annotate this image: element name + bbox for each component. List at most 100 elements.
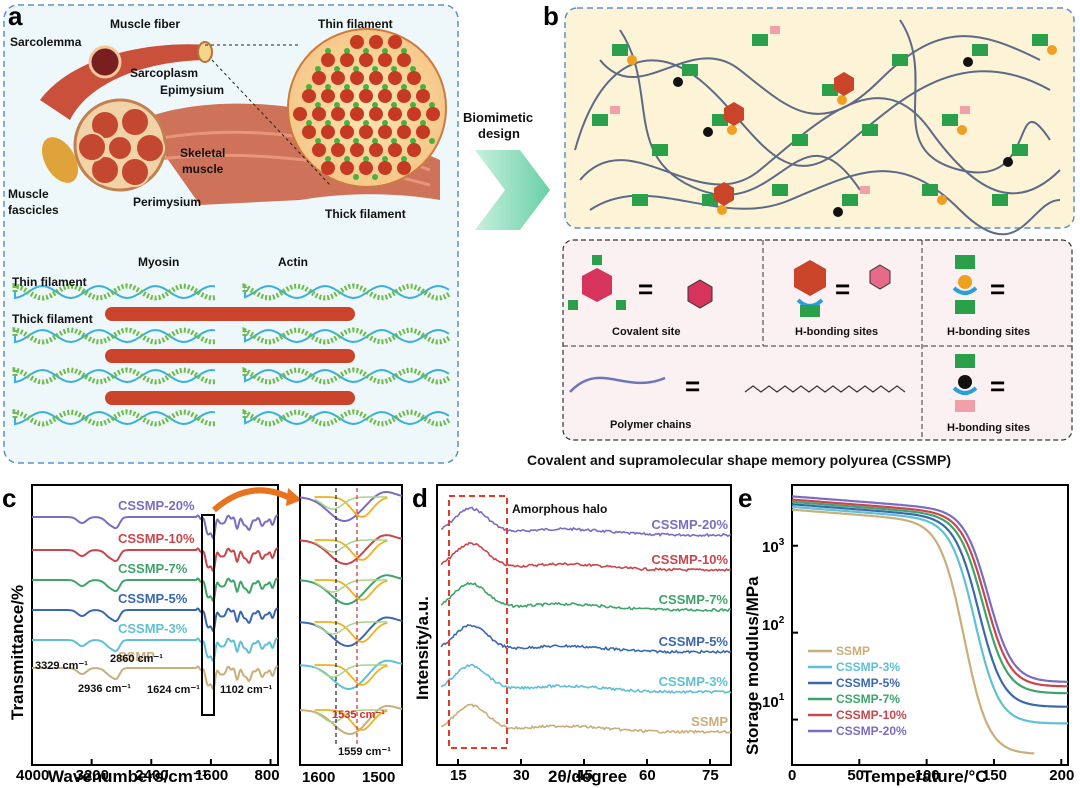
dma-line-CSSMP-5% (791, 503, 1068, 708)
legend-hbond-sites-1: H-bonding sites (795, 326, 878, 338)
annot-2860: 2860 cm⁻¹ (110, 653, 163, 665)
inset-fit-1575 (314, 621, 388, 635)
filament-cross-section (287, 28, 447, 188)
ftir-inset-plot (299, 491, 403, 736)
panel-c-letter: c (2, 483, 16, 513)
dma-legend: SSMPCSSMP-3%CSSMP-5%CSSMP-7%CSSMP-10%CSS… (808, 644, 907, 738)
xrd-series-label: CSSMP-5% (659, 634, 729, 649)
panel-d: d CSSMP-20%CSSMP-10%CSSMP-7%CSSMP-5%CSSM… (412, 483, 732, 786)
ftir-line-SSMP (32, 665, 279, 691)
inset-fit-1575 (314, 539, 388, 553)
panel-d-letter: d (412, 483, 428, 513)
legend-label: CSSMP-20% (836, 724, 907, 738)
dma-line-CSSMP-10% (791, 498, 1068, 688)
inset-fit-1575 (314, 664, 388, 678)
c-xtick-label: 4000 (16, 767, 49, 784)
eq-3: = (990, 274, 1005, 304)
panel-a: a Muscle fiber Sarcolemma Sarcoplasm Epi… (3, 1, 459, 464)
xrd-series-label: CSSMP-7% (659, 592, 729, 607)
panel-e-ylabel: Storage modulus/MPa (743, 576, 762, 755)
panel-b: b = Covalent site = H-bonding sites (527, 1, 1075, 468)
xrd-line-CSSMP-3% (440, 663, 732, 695)
ytick-1e2: 102 (762, 615, 785, 634)
panel-c-axes (31, 484, 279, 766)
arrow-line2: design (478, 126, 520, 141)
inset-fit-1535 (314, 539, 388, 561)
polymer-network (574, 19, 1061, 236)
annot-1559: 1559 cm⁻¹ (338, 746, 391, 758)
legend-label: CSSMP-3% (836, 660, 900, 674)
ftir-main-plot: CSSMP-20%CSSMP-10%CSSMP-7%CSSMP-5%CSSMP-… (32, 498, 279, 691)
d-xtick-label: 45 (576, 767, 593, 784)
label-sarcoplasm: Sarcoplasm (130, 66, 198, 80)
eq-4: = (685, 371, 700, 401)
ftir-line-CSSMP-3% (32, 637, 279, 663)
filament-dots (293, 35, 440, 180)
panel-e-axes (791, 484, 1069, 766)
c-xtick-label: 2400 (135, 767, 168, 784)
legend-hbond-1: = H-bonding sites (794, 260, 891, 338)
label-sarcolemma: Sarcolemma (10, 35, 82, 49)
ytick-1e1: 101 (762, 692, 785, 711)
c-xtick-label: 800 (255, 767, 280, 784)
legend-hbond-sites-3: H-bonding sites (947, 422, 1030, 434)
annot-1535: 1535 cm⁻¹ (332, 709, 385, 721)
inset-fit-1535 (314, 496, 388, 518)
legend-label: SSMP (836, 644, 870, 658)
legend-hbond-3: = H-bonding sites (947, 354, 1030, 434)
label-muscle: muscle (182, 162, 224, 176)
sarcoplasm-cross-section (88, 45, 122, 79)
d-xtick-label: 75 (702, 767, 719, 784)
xrd-line-SSMP (440, 703, 731, 735)
annot-1102: 1102 cm⁻¹ (220, 684, 273, 696)
d-xtick-label: 30 (513, 767, 530, 784)
amorphous-halo-box (448, 495, 508, 749)
panel-d-xlabel: 2θ/degree (548, 767, 627, 786)
e-xtick-label: 150 (982, 767, 1007, 784)
biomimetic-arrow: Biomimetic design (463, 110, 550, 230)
xrd-plot: CSSMP-20%CSSMP-10%CSSMP-7%CSSMP-5%CSSMP-… (440, 506, 732, 735)
dma-line-CSSMP-3% (791, 505, 1068, 725)
e-xtick-label: 200 (1049, 767, 1074, 784)
legend-covalent-site: Covalent site (612, 326, 680, 338)
annot-3329: 3329 cm⁻¹ (35, 660, 88, 672)
xrd-series-label: SSMP (691, 714, 728, 729)
inset-fit-1575 (314, 709, 388, 723)
panel-c: c CSSMP-20%CSSMP-10%CSSMP-7%CSSMP-5%CSSM… (2, 483, 403, 786)
amorphous-halo-label: Amorphous halo (512, 502, 607, 516)
xrd-line-CSSMP-7% (440, 581, 731, 613)
inset-xtick-1500: 1500 (362, 769, 395, 786)
inset-fit-1535 (314, 579, 388, 601)
ftir-series-label: SSMP (118, 649, 155, 664)
legend-hbond-2: = H-bonding sites (947, 255, 1030, 338)
panel-d-xticks: 15 30 45 60 75 (450, 759, 719, 784)
panel-e-xlabel: Temperature/°C (862, 767, 988, 786)
panel-b-caption: Covalent and supramolecular shape memory… (527, 452, 951, 468)
label-thin-filament: Thin filament (318, 17, 393, 31)
annot-2936: 2936 cm⁻¹ (78, 683, 131, 695)
label-thick-filament-2: Thick filament (12, 312, 93, 326)
inset-fit-1575 (314, 579, 388, 593)
annot-1624: 1624 cm⁻¹ (147, 684, 200, 696)
d-xtick-label: 60 (639, 767, 656, 784)
ftir-line-CSSMP-7% (32, 577, 279, 603)
ftir-series-label: CSSMP-3% (118, 621, 188, 636)
label-muscle-fiber: Muscle fiber (110, 17, 180, 31)
dma-line-CSSMP-20% (791, 495, 1068, 683)
legend-polymer: = Polymer chains (569, 371, 906, 431)
legend-polymer-chains: Polymer chains (610, 419, 691, 431)
eq-5: = (990, 371, 1005, 401)
zoom-arrow (212, 487, 292, 513)
panel-c-ylabel: Transmittance/% (8, 585, 27, 720)
ftir-series-label: CSSMP-20% (118, 498, 195, 513)
legend-label: CSSMP-7% (836, 692, 900, 706)
label-thick-filament: Thick filament (325, 207, 406, 221)
inset-line-CSSMP-20% (299, 491, 403, 522)
c-xtick-label: 1600 (195, 767, 228, 784)
e-xtick-label: 50 (847, 767, 864, 784)
zoom-box (201, 514, 215, 716)
d-xtick-label: 15 (450, 767, 467, 784)
